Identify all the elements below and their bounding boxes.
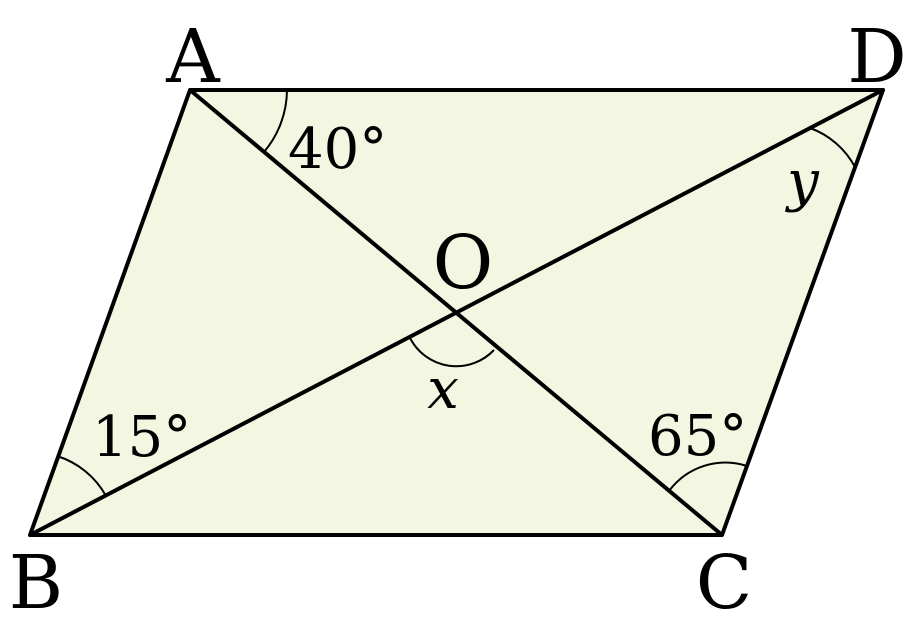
vertex-label-a: A: [165, 14, 221, 100]
angle-arc-d: [809, 127, 856, 168]
diagonal-bd: [28, 88, 885, 537]
vertex-label-o: O: [433, 220, 494, 306]
angle-label-x: x: [427, 357, 459, 422]
angle-label-65: 65°: [648, 404, 747, 469]
angle-arc-a: [263, 89, 288, 153]
angle-label-15: 15°: [92, 405, 191, 470]
vertex-label-b: B: [9, 540, 63, 626]
angle-label-y: y: [784, 149, 820, 214]
vertex-label-d: D: [847, 14, 906, 100]
angle-arc-c: [668, 461, 748, 492]
angle-arc-b: [56, 455, 107, 497]
angle-label-40: 40°: [288, 117, 387, 182]
vertex-label-c: C: [696, 540, 753, 626]
angle-arc-x: [409, 337, 495, 368]
